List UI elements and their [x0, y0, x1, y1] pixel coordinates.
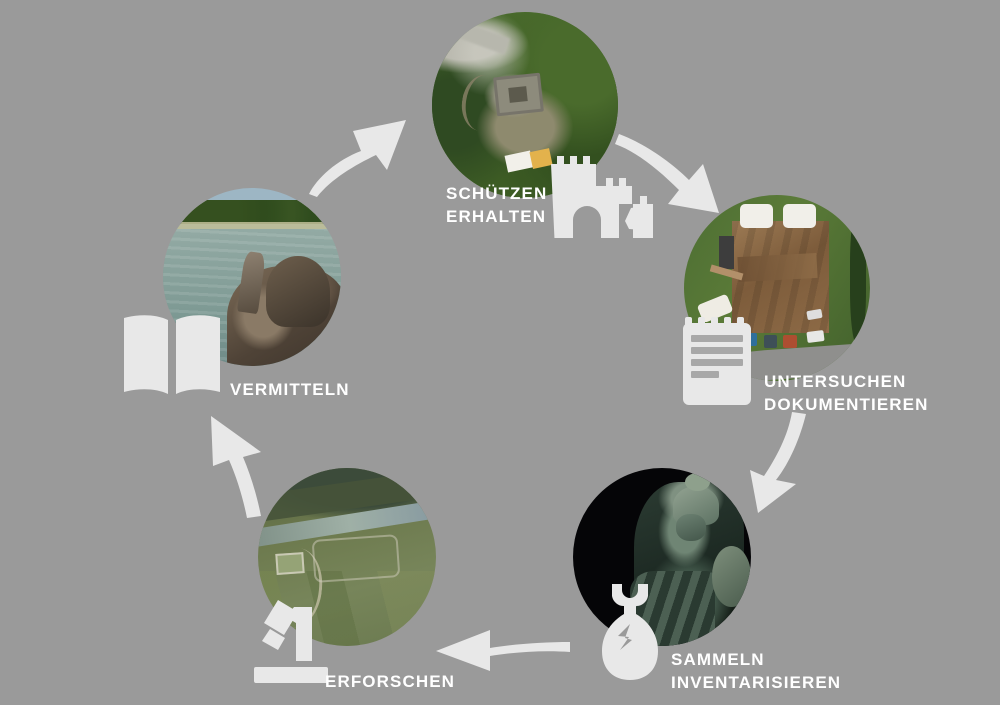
label-line: SCHÜTZEN: [446, 184, 548, 203]
photo-detail-fur-hood: [266, 255, 331, 327]
arrow-untersuchen-to-sammeln: [750, 412, 806, 513]
photo-detail-road: [432, 12, 511, 55]
photo-inner: [684, 195, 870, 381]
photo-detail-helmet-crest: [685, 473, 711, 492]
label-line: ERFORSCHEN: [325, 672, 456, 691]
label-untersuchen-dokumentieren: UNTERSUCHEN DOKUMENTIEREN: [764, 371, 928, 417]
cracked-amphora-icon: [602, 584, 658, 680]
photo-detail-shield: [711, 546, 751, 607]
arrow-erforschen-to-vermitteln: [211, 416, 261, 518]
roman-town-reconstruction-photo: [258, 468, 436, 646]
photo-detail-hedge: [849, 209, 867, 344]
photo-detail-shore: [163, 221, 341, 229]
photo-detail-tent-2: [782, 204, 817, 229]
photo-detail-car-1: [806, 329, 825, 343]
photo-inner: [163, 188, 341, 366]
microscope-icon: [254, 600, 328, 683]
fallen-stone-icon: [625, 206, 650, 230]
label-line: UNTERSUCHEN: [764, 372, 907, 391]
photo-detail-hut: [719, 235, 735, 270]
photo-detail-tent-1: [739, 204, 774, 229]
notepad-icon: [683, 317, 751, 405]
label-line: INVENTARISIEREN: [671, 672, 842, 692]
arrow-vermitteln-to-schuetzen: [309, 120, 406, 197]
open-book-icon: [124, 315, 220, 394]
photo-detail-fort: [275, 552, 305, 576]
label-erforschen: ERFORSCHEN: [325, 671, 455, 694]
label-line: SAMMELN: [671, 650, 765, 669]
label-line: VERMITTELN: [230, 380, 350, 399]
photo-detail-ruin: [493, 72, 544, 117]
aerial-excavation-site-photo: [684, 195, 870, 381]
photo-detail-container-dark: [763, 334, 777, 348]
label-sammeln-inventarisieren: SAMMELN INVENTARISIEREN: [671, 649, 841, 695]
label-line: ERHALTEN: [446, 206, 547, 226]
photo-detail-container-red: [782, 334, 798, 348]
label-schuetzen-erhalten: SCHÜTZEN ERHALTEN: [446, 183, 547, 229]
photo-detail-town: [314, 536, 398, 581]
photo-detail-face: [676, 514, 707, 541]
label-vermitteln: VERMITTELN: [230, 379, 350, 402]
arrow-sammeln-to-erforschen: [436, 630, 570, 671]
photo-detail-treeline: [163, 200, 341, 224]
arrow-schuetzen-to-untersuchen: [615, 134, 719, 213]
photo-inner: [258, 468, 436, 646]
lake-reenactment-photo: [163, 188, 341, 366]
label-line: DOKUMENTIEREN: [764, 394, 929, 414]
castle-ruin-icon: [551, 156, 653, 238]
